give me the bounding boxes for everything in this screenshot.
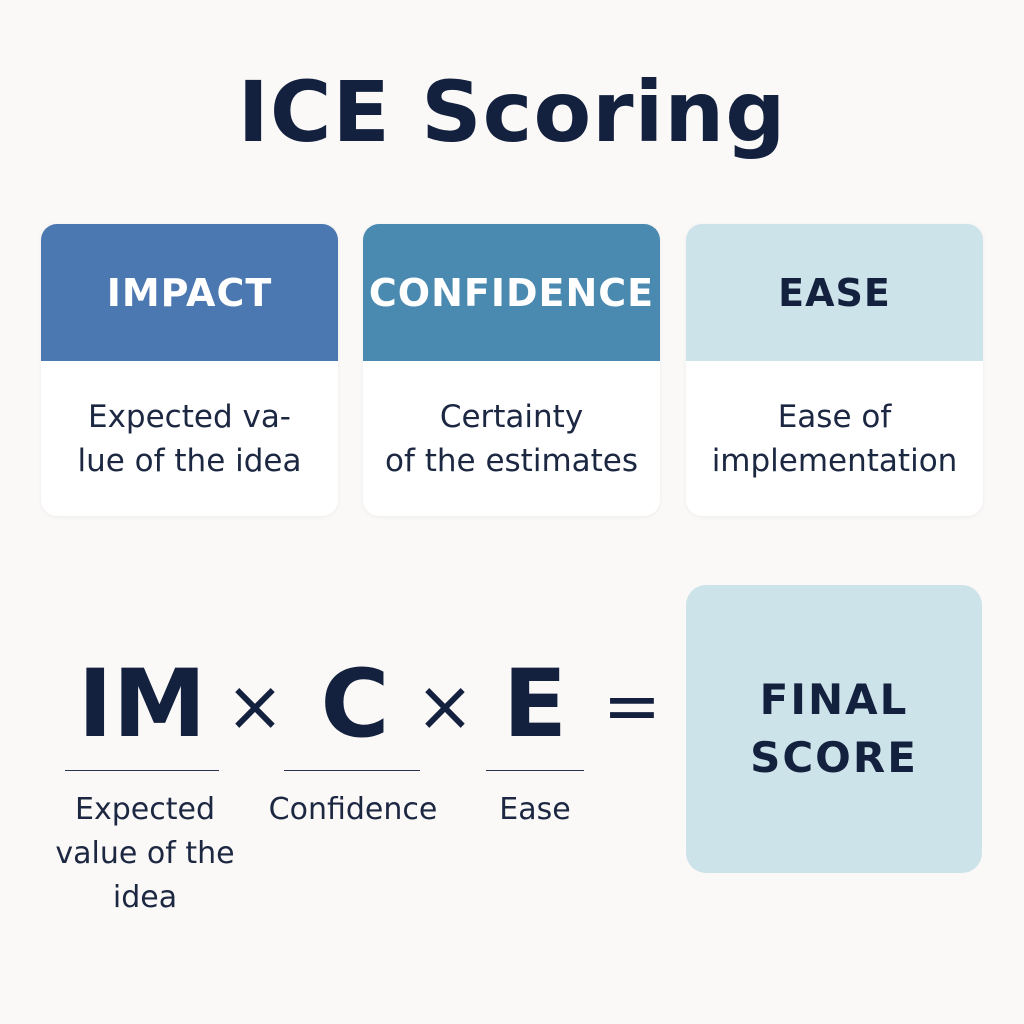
confidence-term-label-line: Confidence [268,792,438,827]
confidence-card-description: Certainty of the estimates [363,361,660,516]
formula-term-ease: E [502,650,568,759]
impact-card-header: IMPACT [41,224,338,361]
page-title: ICE Scoring [237,63,787,161]
ease-card-header: EASE [686,224,983,361]
equals-operator: = [602,665,662,747]
formula-term-confidence: C [320,650,390,759]
confidence-term-divider [284,770,420,771]
multiply-operator: × [415,665,475,747]
ease-term-label-line: Ease [499,792,571,827]
impact-term-divider [65,770,219,771]
final-score-box: FINAL SCORE [686,585,982,873]
confidence-description-line: Certainty [439,398,584,435]
final-score-line: SCORE [750,733,918,782]
ease-card-description: Ease of implementation [686,361,983,516]
confidence-description-line: of the estimates [384,442,639,479]
impact-term-label-line: value of the [55,836,235,871]
ease-term-label: Ease [475,788,595,832]
formula-term-impact: IM [77,650,207,759]
confidence-card: CONFIDENCE Certainty of the estimates [363,224,660,516]
ease-description-line: implementation [711,442,958,479]
impact-term-label: Expected value of the idea [40,788,250,920]
ease-term-divider [486,770,584,771]
impact-term-label-line: idea [112,880,178,915]
impact-card-description: Expected va- lue of the idea [41,361,338,516]
confidence-term-label: Confidence [252,788,454,832]
impact-card: IMPACT Expected va- lue of the idea [41,224,338,516]
ease-card: EASE Ease of implementation [686,224,983,516]
multiply-operator: × [225,665,285,747]
confidence-card-header: CONFIDENCE [363,224,660,361]
impact-description-line: Expected va- [87,398,291,435]
impact-description-line: lue of the idea [77,442,302,479]
ease-description-line: Ease of [777,398,892,435]
final-score-line: FINAL [759,675,909,724]
impact-term-label-line: Expected [75,792,215,827]
